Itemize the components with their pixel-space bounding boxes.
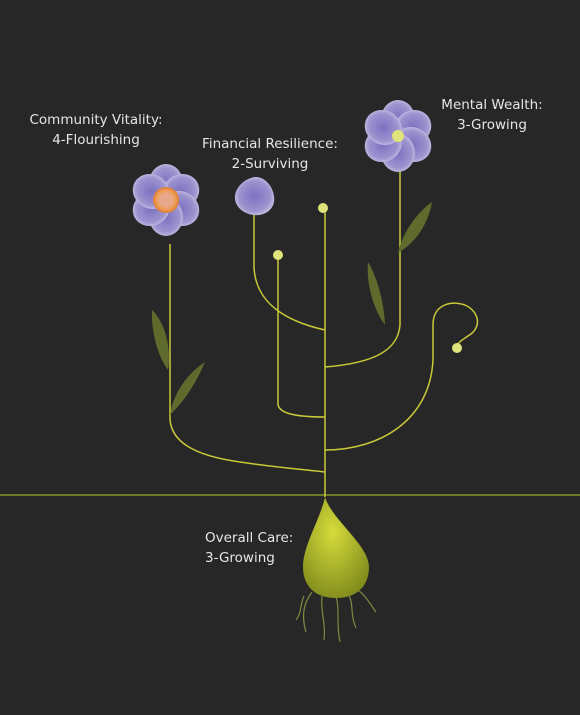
- mental-title: Mental Wealth:: [441, 97, 543, 113]
- bud-dot: [452, 343, 462, 353]
- overall-care-label: Overall Care: 3-Growing: [205, 528, 315, 568]
- roots: [295, 589, 377, 643]
- bulb: [303, 497, 369, 598]
- stems: [169, 138, 479, 497]
- bud-dot: [318, 203, 328, 213]
- overall-title: Overall Care:: [205, 530, 294, 546]
- mental-status: 3-Growing: [457, 117, 527, 133]
- financial-resilience-label: Financial Resilience: 2-Surviving: [200, 134, 340, 174]
- mental-wealth-label: Mental Wealth: 3-Growing: [436, 95, 548, 135]
- mental-flower: [358, 100, 438, 172]
- community-title: Community Vitality:: [29, 112, 163, 128]
- financial-bud: [234, 176, 275, 216]
- overall-status: 3-Growing: [205, 550, 275, 566]
- financial-title: Financial Resilience:: [202, 136, 338, 152]
- community-status: 4-Flourishing: [52, 132, 140, 148]
- community-flower: [126, 164, 206, 236]
- bud-dot: [273, 250, 283, 260]
- leaves: [151, 202, 432, 415]
- community-vitality-label: Community Vitality: 4-Flourishing: [28, 110, 164, 150]
- financial-status: 2-Surviving: [231, 156, 309, 172]
